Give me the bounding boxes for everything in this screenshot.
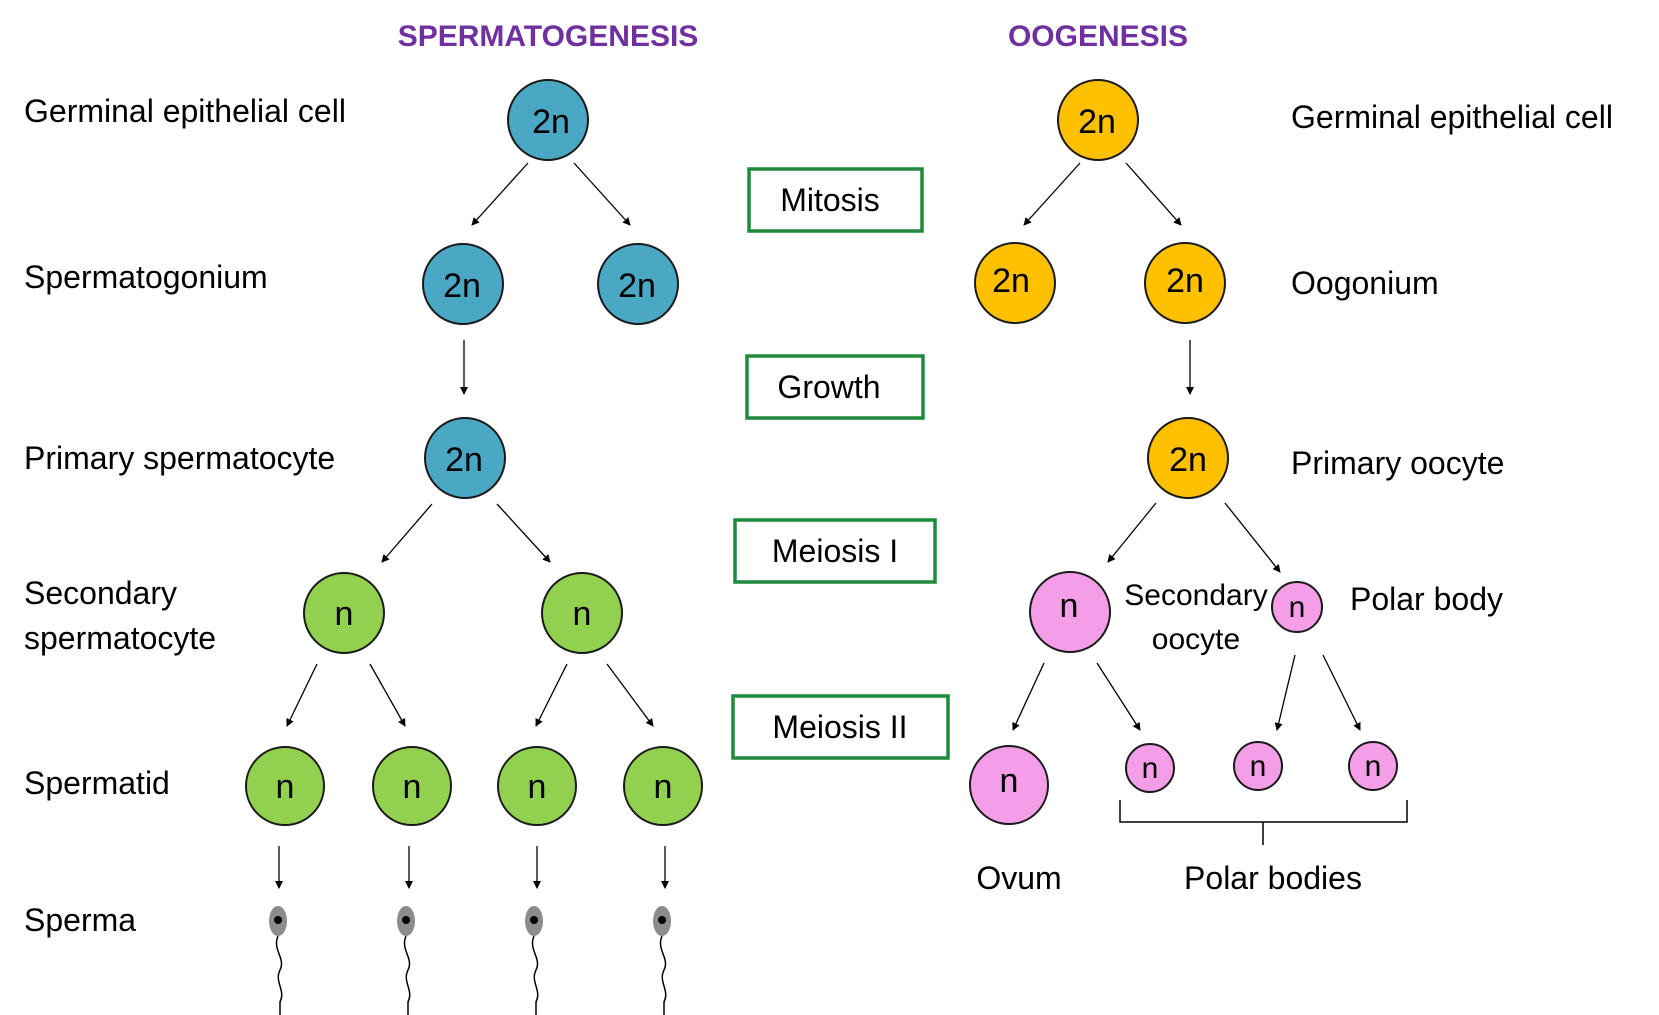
- phase-meiosis-2-label: Meiosis II: [772, 709, 907, 745]
- oo-polar-body-3: n: [1348, 741, 1398, 791]
- svg-text:2n: 2n: [445, 441, 483, 479]
- svg-text:n: n: [276, 768, 295, 806]
- sperm-label-sperma: Sperma: [24, 902, 136, 938]
- sperm-germinal-cell: 2n: [507, 79, 589, 161]
- svg-text:2n: 2n: [992, 262, 1030, 300]
- sperm-label-secondary-1: Secondary: [24, 575, 177, 611]
- sperm-spermatid-4: n: [623, 746, 703, 826]
- sperm-label-spermatid: Spermatid: [24, 765, 170, 801]
- sperm-secondary-1: n: [303, 572, 385, 654]
- oo-label-primary: Primary oocyte: [1291, 445, 1504, 481]
- sperm-label-germinal: Germinal epithelial cell: [24, 93, 346, 129]
- oo-label-polar-bodies: Polar bodies: [1184, 860, 1362, 896]
- sperm-label-secondary-2: spermatocyte: [24, 620, 216, 656]
- phase-meiosis-2: Meiosis II: [731, 694, 950, 760]
- svg-text:2n: 2n: [1166, 262, 1204, 300]
- phase-meiosis-1: Meiosis I: [733, 518, 937, 584]
- oo-ovum: n: [969, 745, 1049, 825]
- svg-text:n: n: [573, 595, 592, 633]
- oo-polar-body-2: n: [1233, 741, 1283, 791]
- oo-polar-body: n: [1271, 581, 1323, 633]
- sperm-cell-2: [397, 906, 415, 1015]
- phase-growth-label: Growth: [777, 369, 880, 405]
- svg-text:n: n: [1289, 591, 1306, 624]
- oo-label-secondary-2: oocyte: [1152, 623, 1240, 656]
- phase-growth: Growth: [745, 354, 925, 420]
- svg-text:n: n: [1000, 762, 1019, 800]
- oo-oogonium-1: 2n: [974, 242, 1056, 324]
- svg-text:2n: 2n: [618, 267, 656, 305]
- sperm-spermatid-1: n: [245, 746, 325, 826]
- svg-text:n: n: [1060, 587, 1079, 625]
- sperm-secondary-2: n: [541, 572, 623, 654]
- oo-label-germinal: Germinal epithelial cell: [1291, 99, 1613, 135]
- sperm-spermatogonium-1: 2n: [422, 243, 504, 325]
- svg-text:n: n: [1250, 750, 1267, 783]
- sperm-cell-1: [269, 906, 287, 1015]
- oo-label-polar-body: Polar body: [1350, 581, 1503, 617]
- oo-label-ovum: Ovum: [976, 860, 1061, 896]
- svg-text:2n: 2n: [443, 267, 481, 305]
- sperm-primary-spermatocyte: 2n: [424, 417, 506, 499]
- oo-secondary-oocyte: n: [1029, 571, 1111, 653]
- svg-text:n: n: [1365, 750, 1382, 783]
- svg-text:n: n: [528, 768, 547, 806]
- oo-germinal-cell: 2n: [1057, 79, 1139, 161]
- oo-oogonium-2: 2n: [1144, 242, 1226, 324]
- sperm-cell-3: [525, 906, 543, 1015]
- phase-mitosis: Mitosis: [747, 167, 924, 233]
- oo-primary-oocyte: 2n: [1147, 417, 1229, 499]
- polar-bodies-brace: [1119, 800, 1408, 845]
- phase-meiosis-1-label: Meiosis I: [772, 533, 898, 569]
- oo-polar-body-1: n: [1125, 743, 1175, 793]
- sperm-cell-4: [653, 906, 671, 1015]
- sperm-spermatid-2: n: [372, 746, 452, 826]
- svg-text:2n: 2n: [1169, 441, 1207, 479]
- svg-text:2n: 2n: [1078, 103, 1116, 141]
- sperm-label-spermatogonium: Spermatogonium: [24, 259, 268, 295]
- phase-mitosis-label: Mitosis: [780, 182, 880, 218]
- svg-text:n: n: [403, 768, 422, 806]
- svg-text:2n: 2n: [532, 103, 570, 141]
- sperm-spermatid-3: n: [497, 746, 577, 826]
- svg-text:n: n: [654, 768, 673, 806]
- oo-arrows: [1012, 162, 1361, 731]
- spermatogenesis-heading: SPERMATOGENESIS: [398, 20, 699, 53]
- sperm-spermatogonium-2: 2n: [597, 243, 679, 325]
- sperm-arrows: [275, 162, 669, 889]
- sperm-label-primary: Primary spermatocyte: [24, 440, 335, 476]
- oogenesis-heading: OOGENESIS: [1008, 20, 1188, 53]
- oo-label-secondary-1: Secondary: [1124, 579, 1267, 612]
- svg-text:n: n: [1142, 752, 1159, 785]
- svg-text:n: n: [335, 595, 354, 633]
- oo-label-oogonium: Oogonium: [1291, 265, 1439, 301]
